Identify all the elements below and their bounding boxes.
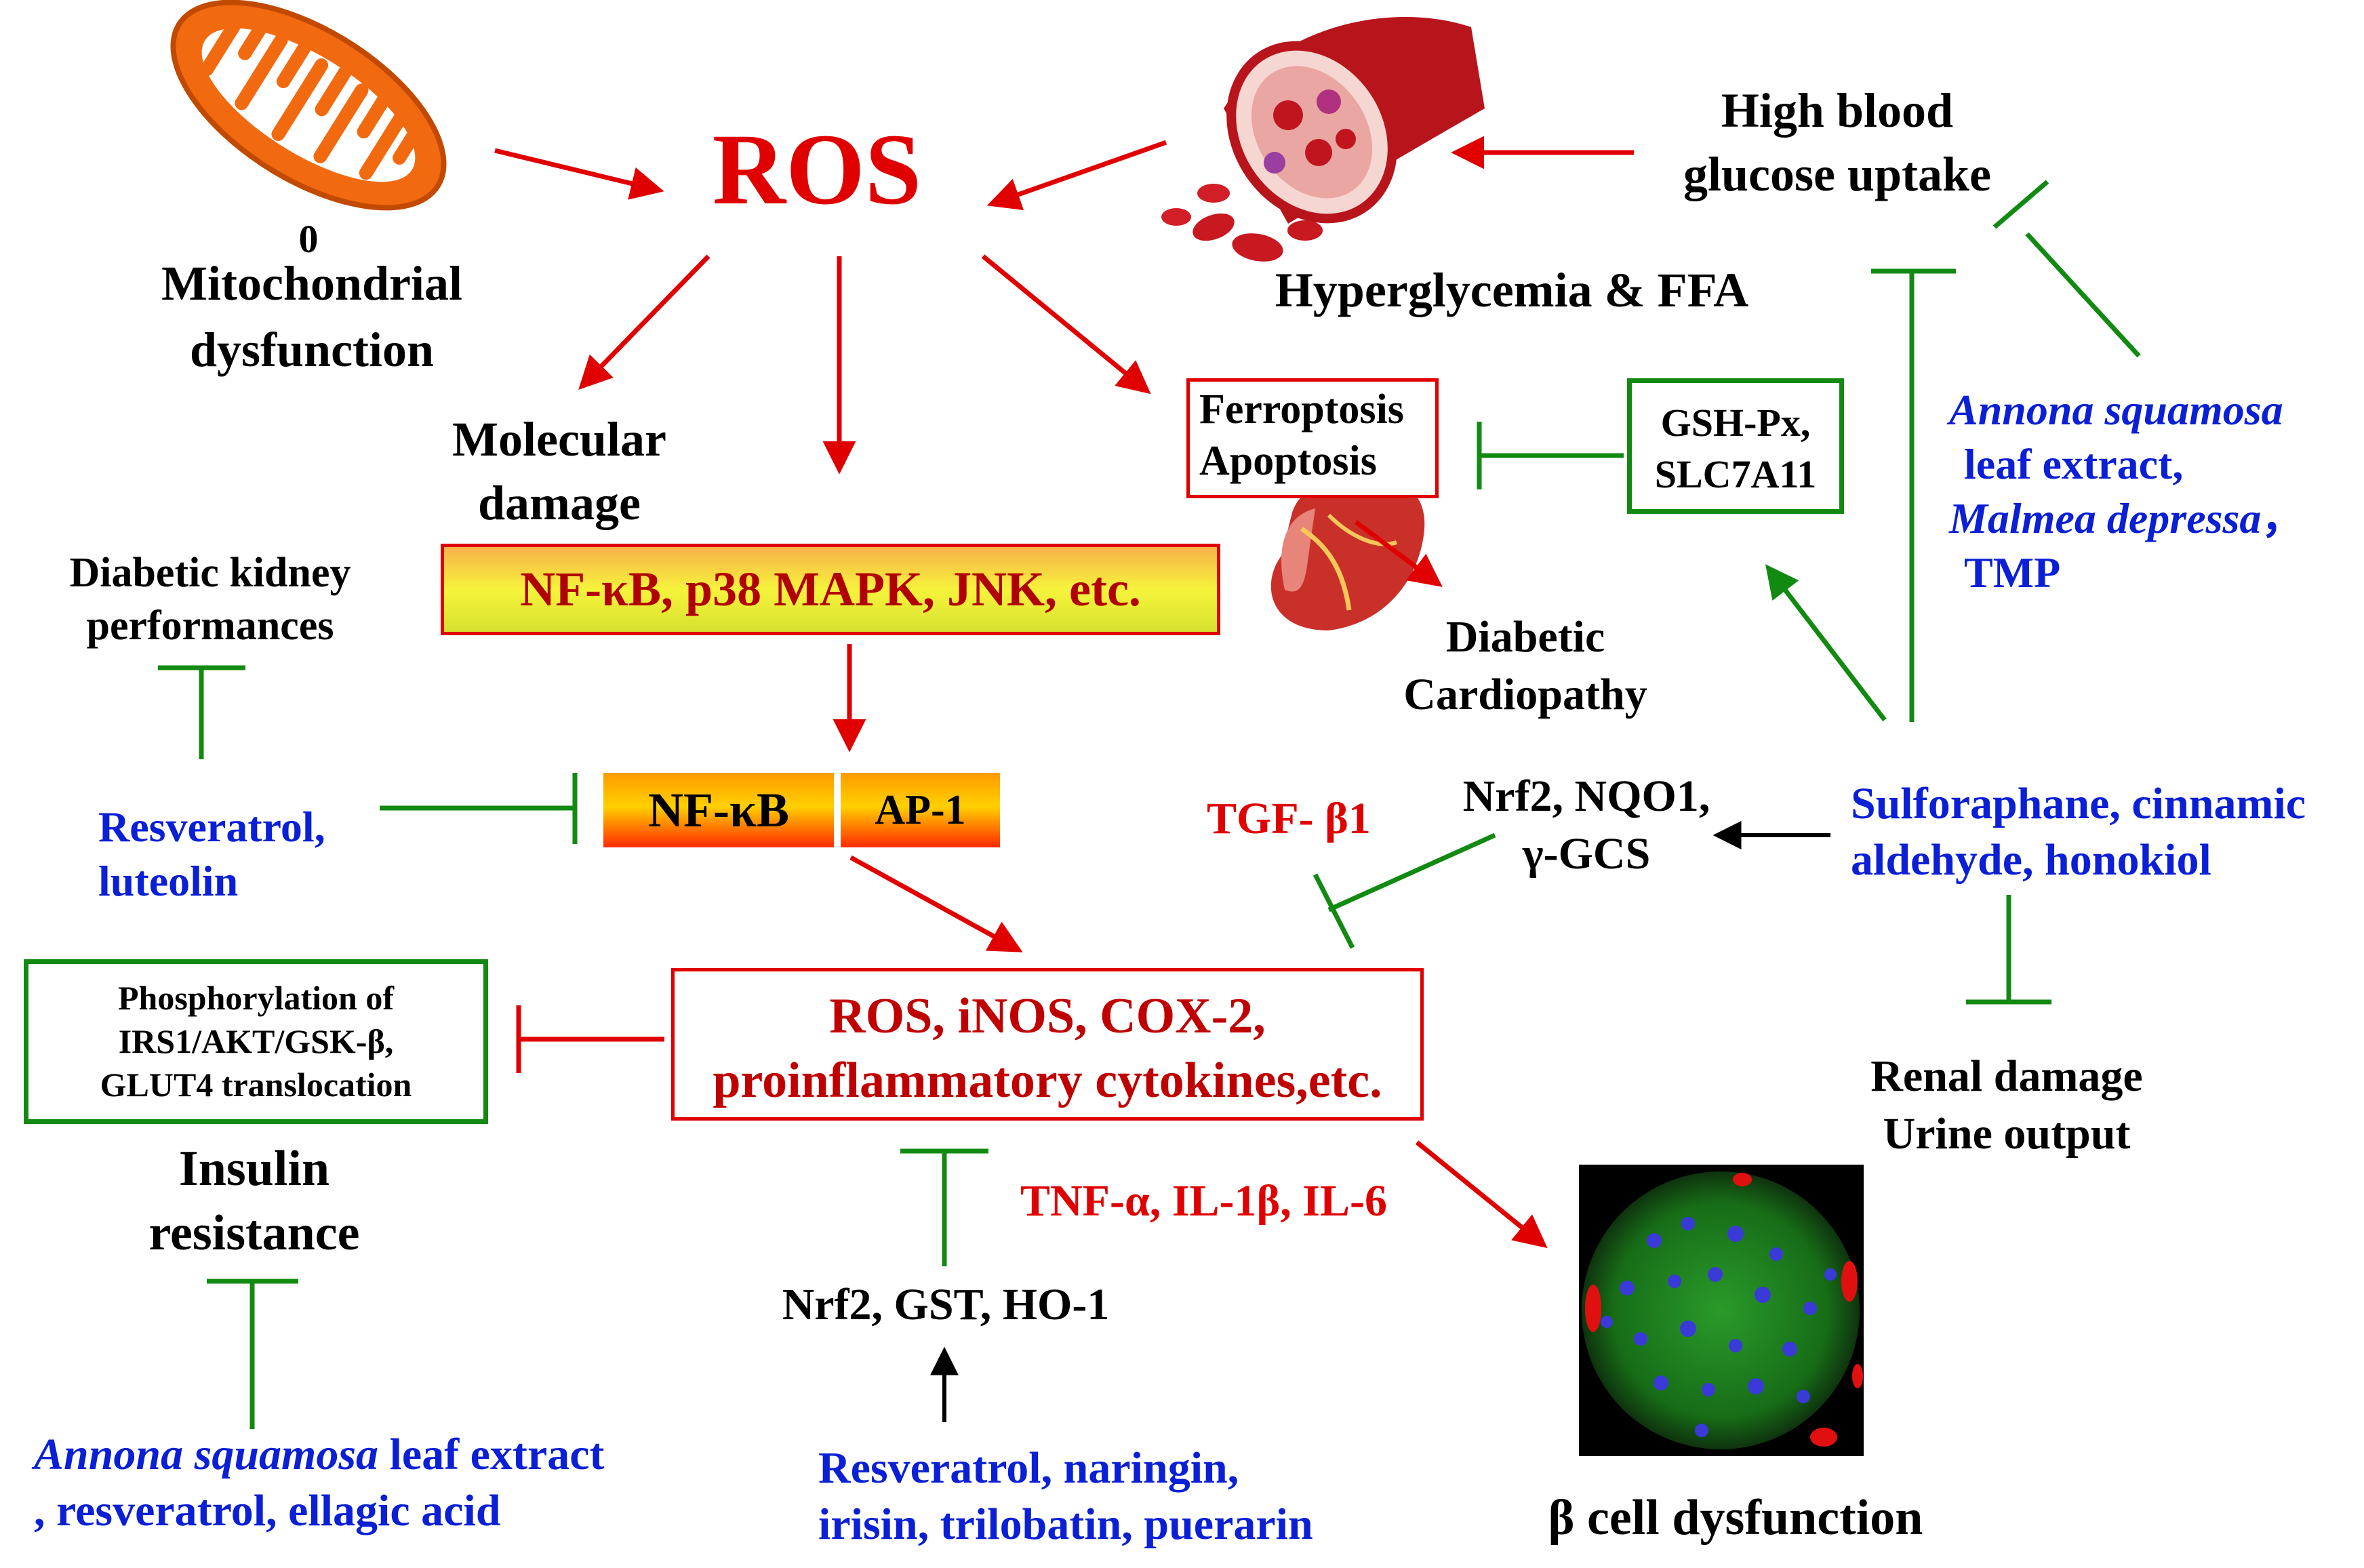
gsh-px-slc7a11-box: GSH-Px,SLC7A11 <box>1627 378 1844 514</box>
nfkb-mapk-jnk-box: NF-κB, p38 MAPK, JNK, etc. <box>441 544 1220 635</box>
resveratrol-luteolin-treatment: Resveratrol,luteolin <box>98 803 325 905</box>
activation-arrows <box>494 136 1634 1249</box>
ap1-node: AP-1 <box>841 773 1000 847</box>
hyperglycemia-label: Hyperglycemia & FFA <box>1275 263 1749 317</box>
islet-fluorescence-image <box>1579 1165 1864 1456</box>
nfkb-node: NF-κB <box>603 773 834 847</box>
black-arrows <box>930 821 1830 1422</box>
tnf-il-label: TNF-α, IL-1β, IL-6 <box>1020 1176 1387 1226</box>
annona-bottom-treatment: Annona squamosa leaf extract , resveratr… <box>34 1430 605 1535</box>
tgf-beta1-label: TGF- β1 <box>1207 794 1371 843</box>
blood-vessel-icon <box>1161 17 1485 262</box>
mitochondrion-icon <box>170 0 447 211</box>
annona-top-treatment: Annona squamosa leaf extract, Malmea dep… <box>1949 386 2305 597</box>
beta-cell-dysfunction-label: β cell dysfunction <box>1548 1490 1923 1546</box>
red-inhibition <box>516 1005 664 1073</box>
ros-inos-cox2-box: ROS, iNOS, COX-2,proinflammatory cytokin… <box>671 968 1424 1121</box>
phosphorylation-box: Phosphorylation of IRS1/AKT/GSK-β, GLUT4… <box>24 959 488 1124</box>
inhibition-lines <box>158 180 2141 1429</box>
nrf2-nqo1-label: Nrf2, NQO1,γ-GCS <box>1462 771 1710 879</box>
nrf2-gst-ho1-label: Nrf2, GST, HO-1 <box>782 1280 1110 1329</box>
ros-title: ROS <box>712 113 922 226</box>
resveratrol-naringin-treatment: Resveratrol, naringin,irisin, trilobatin… <box>818 1443 1313 1549</box>
mito-zero-label: 0 <box>298 217 319 261</box>
